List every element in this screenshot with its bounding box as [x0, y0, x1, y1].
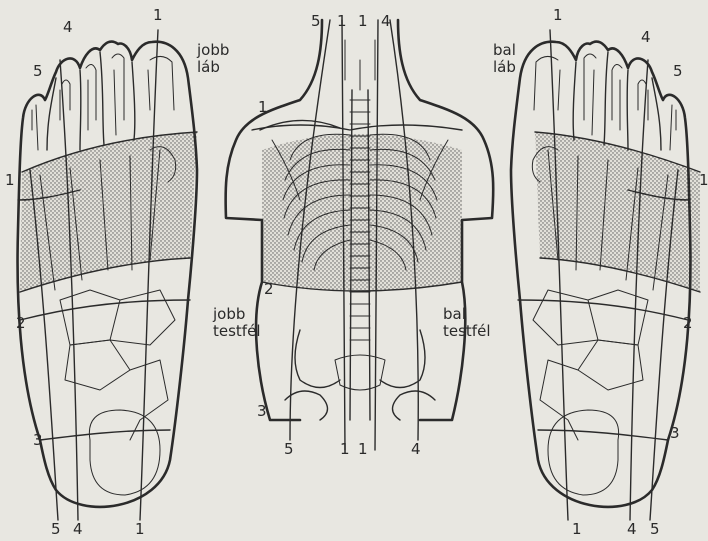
left-side-caption: bal testfél [443, 306, 490, 340]
zone-label: 1 [258, 100, 268, 115]
right-side-caption-line1: jobb [213, 306, 260, 323]
left-foot-caption-line2: láb [493, 59, 516, 76]
right-foot [18, 30, 197, 520]
zone-label: 5 [311, 14, 321, 29]
zone-label: 2 [16, 316, 26, 331]
zone-label: 4 [63, 20, 73, 35]
zone-label: 1 [153, 8, 163, 23]
zone-label: 5 [284, 442, 294, 457]
zone-label: 4 [411, 442, 421, 457]
zone-label: 1 [358, 442, 368, 457]
zone-label: 3 [257, 404, 267, 419]
torso-shaded-zone [262, 134, 462, 291]
zone-label: 5 [33, 64, 43, 79]
left-foot-caption-line1: bal [493, 42, 516, 59]
zone-label: 1 [699, 173, 708, 188]
right-side-caption-line2: testfél [213, 323, 260, 340]
right-foot-caption: jobb láb [197, 42, 229, 76]
zone-label: 5 [673, 64, 683, 79]
zone-label: 1 [5, 173, 15, 188]
left-side-caption-line2: testfél [443, 323, 490, 340]
right-side-caption: jobb testfél [213, 306, 260, 340]
zone-label: 1 [572, 522, 582, 537]
zone-label: 2 [683, 316, 693, 331]
zone-label: 1 [553, 8, 563, 23]
zone-label: 4 [73, 522, 83, 537]
torso [226, 20, 494, 450]
zone-label: 1 [135, 522, 145, 537]
zone-label: 5 [51, 522, 61, 537]
left-side-caption-line1: bal [443, 306, 490, 323]
left-foot-caption: bal láb [493, 42, 516, 76]
zone-label: 4 [641, 30, 651, 45]
left-foot [511, 30, 700, 520]
right-foot-caption-line1: jobb [197, 42, 229, 59]
zone-label: 3 [33, 433, 43, 448]
zone-label: 4 [381, 14, 391, 29]
zone-label: 1 [358, 14, 368, 29]
zone-label: 2 [264, 282, 274, 297]
zone-label: 5 [650, 522, 660, 537]
zone-label: 3 [670, 426, 680, 441]
right-foot-caption-line2: láb [197, 59, 229, 76]
zone-label: 4 [627, 522, 637, 537]
zone-label: 1 [337, 14, 347, 29]
zone-label: 1 [340, 442, 350, 457]
